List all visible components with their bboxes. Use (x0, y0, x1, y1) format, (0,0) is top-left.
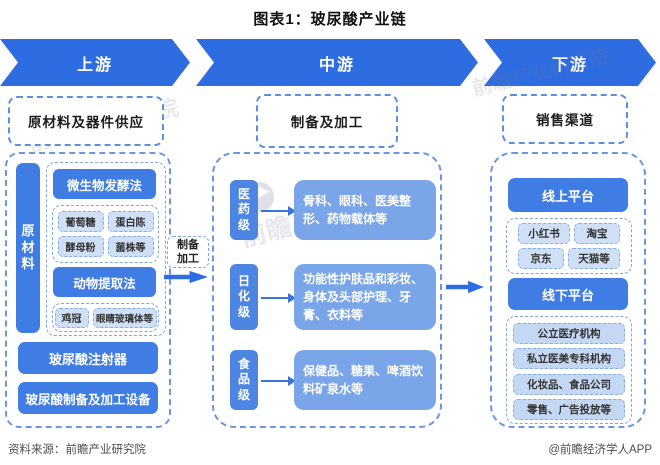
grade-box: 医药级 (230, 180, 258, 240)
stage-label: 中游 (318, 56, 355, 74)
grade-row-food: 食品级 保健品、糖果、啤酒饮料矿泉水等 (214, 350, 440, 410)
stage-banner-midstream: 中游 (196, 39, 478, 86)
downstream-header: 销售渠道 (502, 94, 628, 144)
item-chip: 葡萄糖 (57, 211, 104, 232)
method-animal-extraction: 动物提取法 (53, 267, 156, 297)
process-connector-label: 制备 加工 (167, 236, 209, 268)
grade-box: 食品级 (230, 350, 258, 410)
midstream-panel: 医药级 骨科、眼科、医美整形、药物载体等 日化级 功能性护肤品和彩妆、身体及头部… (212, 152, 442, 428)
methods-group: 微生物发酵法 葡萄糖 蛋白陈 酵母粉 菌株等 动物提取法 鸡冠 眼睛玻璃体等 (46, 162, 166, 336)
channel-chip: 公立医疗机构 (513, 322, 625, 344)
stage-banner-upstream: 上游 (0, 39, 190, 86)
grade-row-pharma: 医药级 骨科、眼科、医美整形、药物载体等 (214, 180, 440, 240)
channel-chip: 天猫等 (568, 248, 620, 269)
channel-chip: 京东 (518, 248, 564, 269)
downstream-panel: 线上平台 小红书 淘宝 京东 天猫等 线下平台 公立医疗机构 私立医美专科机构 … (490, 152, 646, 428)
grade-label: 医药级 (237, 186, 250, 232)
grade-box: 日化级 (230, 264, 258, 330)
channel-chip: 化妆品、食品公司 (513, 373, 625, 395)
item-chip: 酵母粉 (57, 236, 104, 257)
midstream-header: 制备及加工 (256, 94, 398, 148)
grade-applications: 保健品、糖果、啤酒饮料矿泉水等 (294, 350, 436, 410)
grade-label: 日化级 (237, 273, 250, 319)
method-fermentation: 微生物发酵法 (53, 169, 156, 199)
item-chip: 眼睛玻璃体等 (92, 307, 157, 328)
stage-label: 下游 (551, 56, 588, 74)
page-title: 图表1：玻尿酸产业链 (253, 11, 407, 28)
offline-channels: 公立医疗机构 私立医美专科机构 化妆品、食品公司 零售、广告投放等 (506, 316, 632, 424)
flow-arrow-icon (261, 293, 296, 303)
flow-arrow-icon (261, 376, 296, 386)
item-chip: 菌株等 (107, 236, 154, 257)
raw-material-side-label: 原材料 (16, 163, 40, 333)
item-chip: 蛋白陈 (107, 211, 154, 232)
channel-chip: 小红书 (518, 223, 570, 244)
channel-chip: 私立医美专科机构 (513, 348, 625, 369)
item-chip: 鸡冠 (54, 307, 89, 328)
flow-arrow-icon (261, 206, 296, 216)
stage-banner-downstream: 下游 (484, 39, 656, 86)
side-label-text: 原材料 (21, 222, 35, 272)
online-platform-box: 线上平台 (508, 178, 628, 212)
channel-chip: 淘宝 (574, 223, 620, 244)
grade-applications: 骨科、眼科、医美整形、药物载体等 (294, 180, 436, 240)
grade-applications: 功能性护肤品和彩妆、身体及头部护理、牙膏、衣料等 (294, 264, 436, 330)
online-channels: 小红书 淘宝 京东 天猫等 (506, 218, 632, 274)
source-note: 资料来源：前瞻产业研究院 (8, 444, 146, 456)
upstream-panel: 原材料 微生物发酵法 葡萄糖 蛋白陈 酵母粉 菌株等 动物提取法 鸡冠 眼睛玻璃… (5, 152, 171, 428)
arrow-midstream-to-downstream-icon (446, 280, 484, 294)
stage-label: 上游 (76, 56, 113, 74)
credit-note: @前瞻经济学人APP (548, 444, 652, 456)
equipment-injector: 玻尿酸注射器 (18, 342, 158, 374)
equipment-processing: 玻尿酸制备及加工设备 (18, 382, 158, 414)
grade-label: 食品级 (237, 356, 250, 402)
offline-platform-box: 线下平台 (508, 278, 628, 310)
fermentation-items: 葡萄糖 蛋白陈 酵母粉 菌株等 (52, 205, 159, 263)
upstream-header: 原材料及器件供应 (8, 96, 164, 146)
grade-row-cosmetic: 日化级 功能性护肤品和彩妆、身体及头部护理、牙膏、衣料等 (214, 264, 440, 330)
channel-chip: 零售、广告投放等 (513, 399, 625, 420)
extraction-items: 鸡冠 眼睛玻璃体等 (52, 303, 159, 332)
